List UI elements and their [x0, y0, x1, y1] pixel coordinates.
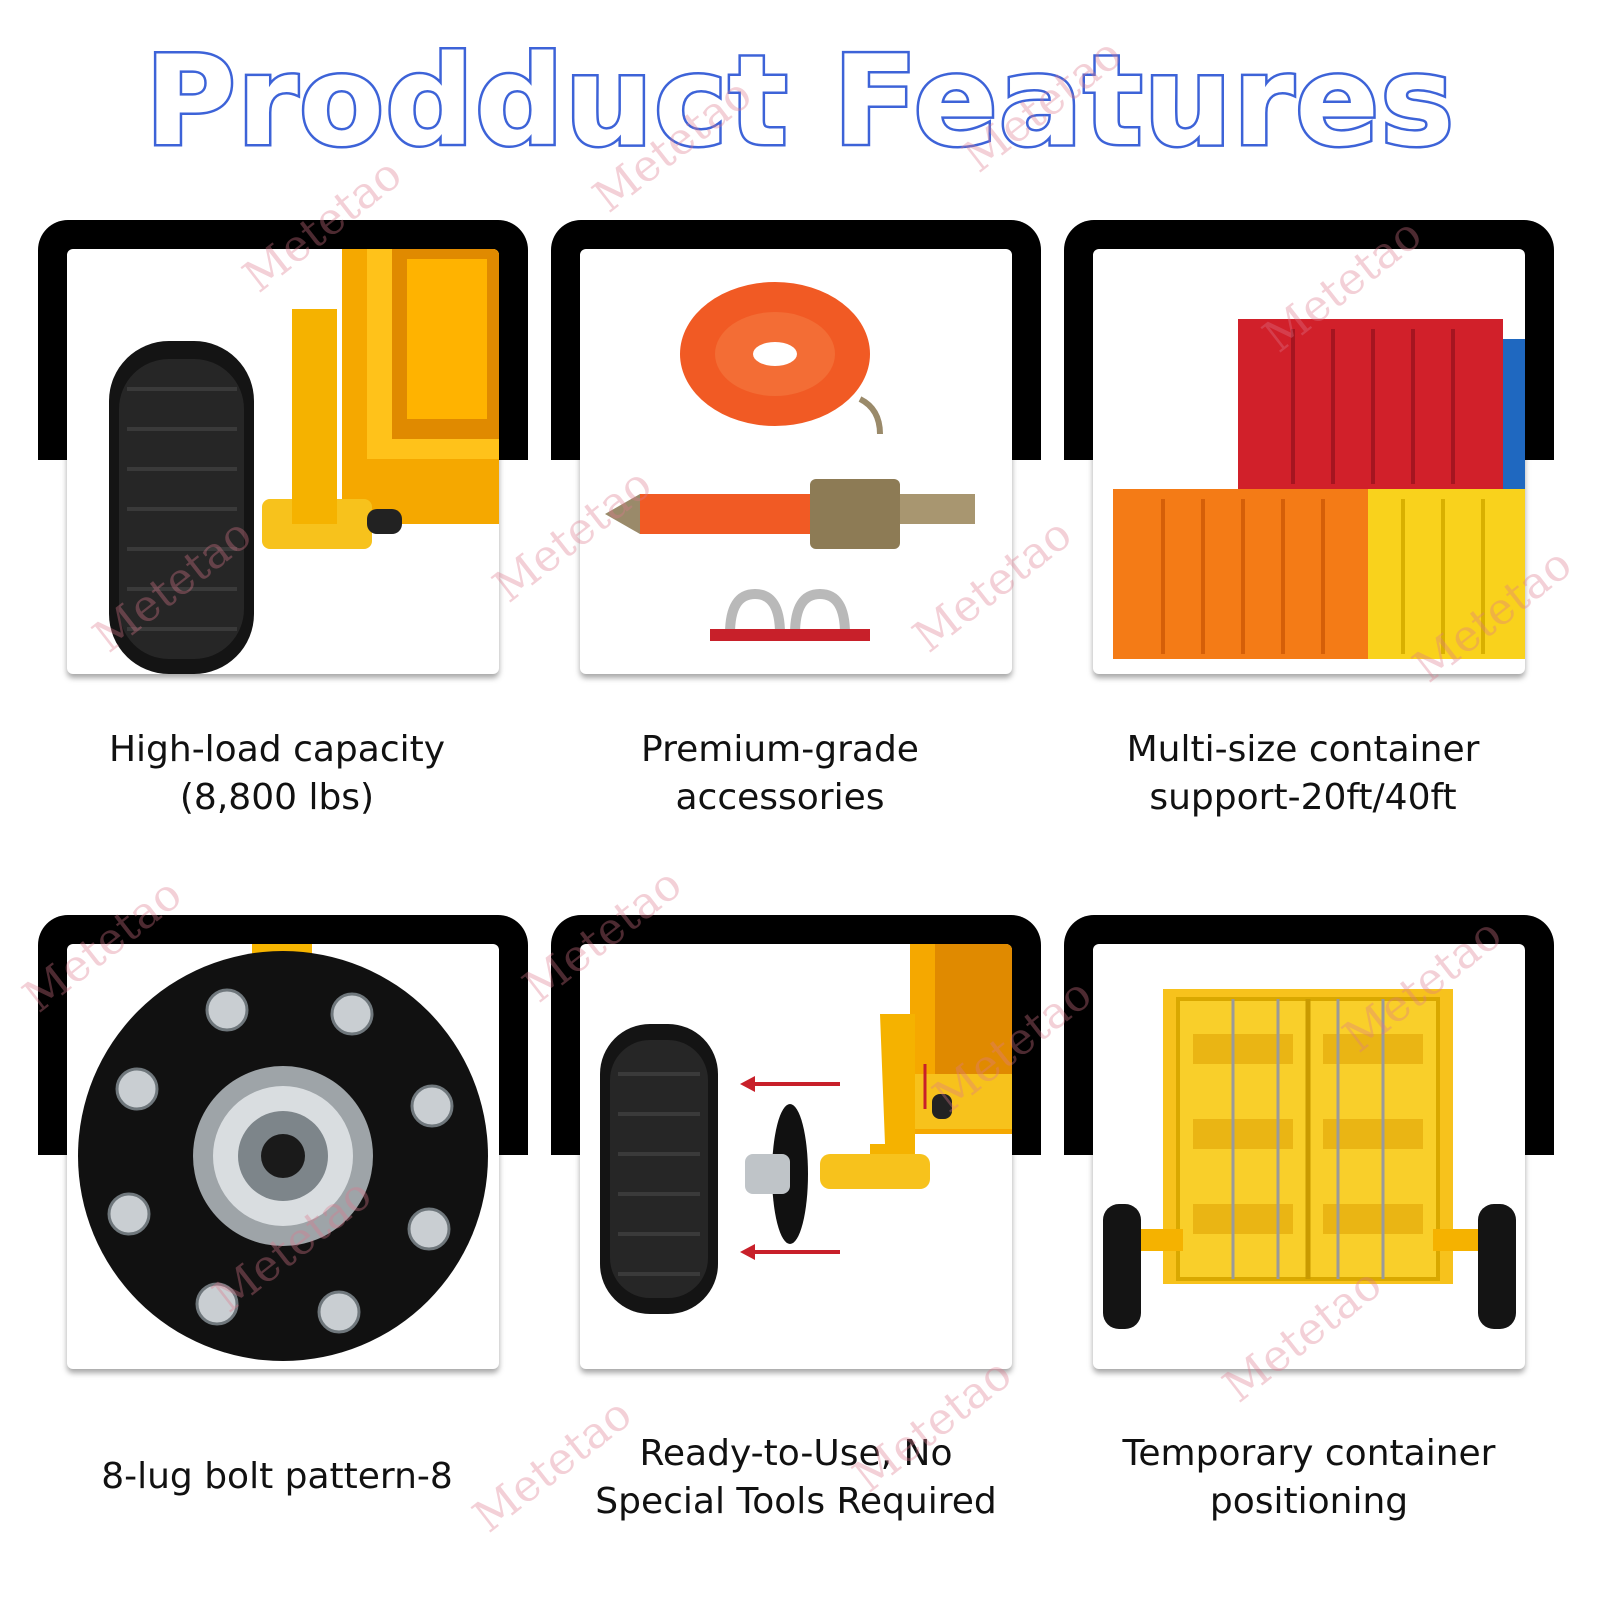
feature-caption-load-capacity: High-load capacity (8,800 lbs) — [108, 729, 446, 818]
shipping-containers-icon — [1093, 249, 1525, 674]
feature-caption-temporary-positioning: Temporary container positioning — [1122, 1433, 1496, 1522]
feature-card-container-support — [1064, 220, 1554, 680]
feature-caption-accessories: Premium-grade accessories — [641, 729, 919, 818]
feature-card-temporary-positioning — [1064, 915, 1554, 1375]
ratchet-strap-shackles-icon — [580, 249, 1012, 674]
feature-card-load-capacity — [38, 220, 528, 680]
feature-caption-ready-to-use: Ready-to-Use, No Special Tools Required — [595, 1433, 997, 1522]
hub-assembly-icon — [580, 944, 1012, 1369]
trailer-wheel-frame-icon — [67, 249, 499, 674]
feature-caption-bolt-pattern: 8-lug bolt pattern-8 — [101, 1456, 453, 1497]
feature-card-accessories — [551, 220, 1041, 680]
feature-caption-container-support: Multi-size container support-20ft/40ft — [1126, 729, 1480, 818]
feature-card-ready-to-use — [551, 915, 1041, 1375]
feature-card-bolt-pattern — [38, 915, 528, 1375]
container-on-wheels-icon — [1093, 944, 1525, 1369]
page-title: Prodduct Features — [142, 30, 1456, 174]
wheel-hub-icon — [67, 944, 499, 1369]
